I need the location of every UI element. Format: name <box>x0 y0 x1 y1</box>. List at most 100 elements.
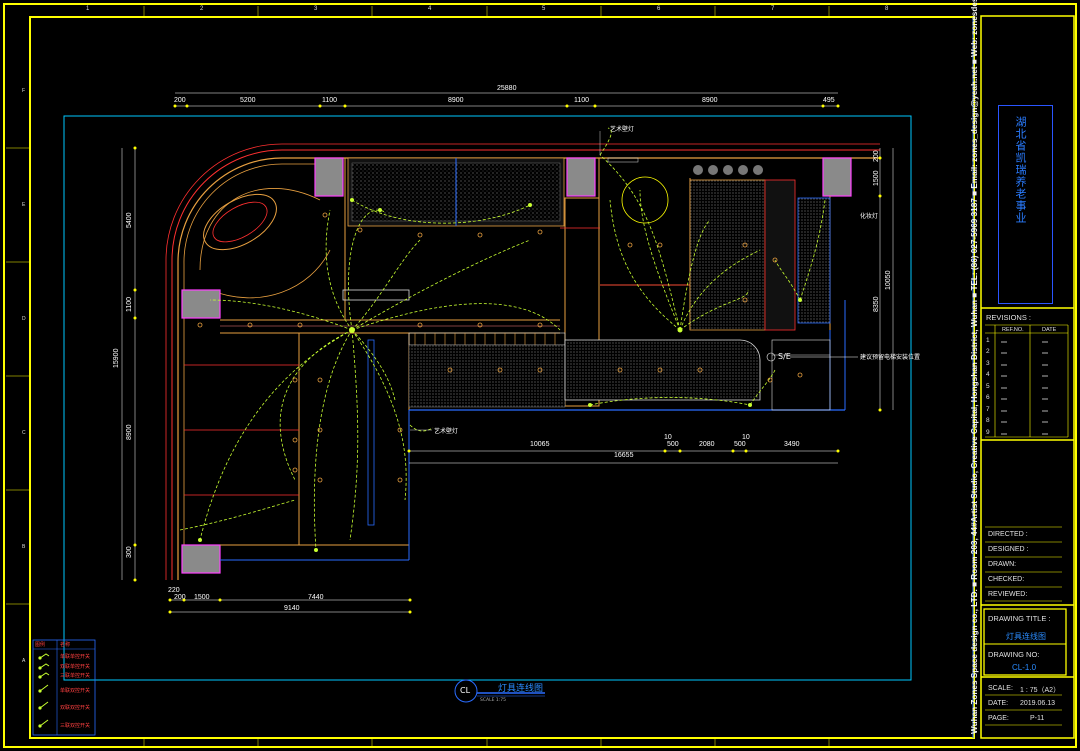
grid-col-label: 1 <box>86 6 90 12</box>
rev-number: 8 <box>986 417 990 424</box>
rev-number: 5 <box>986 383 990 390</box>
label-se: S/E <box>778 352 791 361</box>
dim-middle: 500 <box>667 441 679 448</box>
rev-number: 4 <box>986 371 990 378</box>
grid-col-label: 5 <box>542 6 546 12</box>
rev-number: 3 <box>986 360 990 367</box>
drawing-title: 灯具连线图 <box>1006 632 1046 641</box>
dim-middle: 10065 <box>530 441 550 448</box>
dim-middle-overall: 16655 <box>614 452 634 459</box>
company-info-strip: Wuhan Zones Space design co., LTD. ■ Roo… <box>970 0 979 734</box>
grid-col-label: 3 <box>314 6 318 12</box>
date-value: 2019.06.13 <box>1020 700 1056 707</box>
dim-middle: 500 <box>734 441 746 448</box>
dim-middle: 2080 <box>699 441 715 448</box>
rev-number: 9 <box>986 429 990 436</box>
legend-item: 双联双控开关 <box>60 705 91 711</box>
rev-number: 1 <box>986 337 990 344</box>
legend-item: 双联单控开关 <box>60 664 91 670</box>
legend-header-symbol: 图例 <box>35 642 46 648</box>
sheet-border <box>63 115 912 681</box>
reviewed-label: REVIEWED: <box>988 591 1028 598</box>
label-elevator-note: 建议预留电梯安装位置 <box>860 354 921 361</box>
grid-col-label: 8 <box>885 6 889 12</box>
dim-right: 1500 <box>873 170 880 186</box>
scale-label: SCALE: <box>988 685 1013 692</box>
column <box>566 157 596 197</box>
dim-bottom: 200 <box>174 594 186 601</box>
checked-label: CHECKED: <box>988 576 1025 583</box>
dim-top: 8900 <box>448 97 464 104</box>
drawing-title-label: DRAWING TITLE : <box>988 614 1051 623</box>
directed-label: DIRECTED : <box>988 531 1028 538</box>
legend-table <box>32 639 96 736</box>
dim-overall-top: 25880 <box>497 85 517 92</box>
rev-number: 7 <box>986 406 990 413</box>
dim-top: 200 <box>174 97 186 104</box>
date-header: DATE <box>1042 327 1057 333</box>
project-name-box: 湖北省凯瑞养老事业 <box>998 105 1053 304</box>
grid-row-label: C <box>22 430 26 436</box>
dim-top: 1100 <box>322 97 338 104</box>
grid-row-label: A <box>22 658 26 664</box>
dim-right-overall: 10050 <box>885 270 892 290</box>
grid-row-label: B <box>22 544 26 550</box>
grid-col-label: 7 <box>771 6 775 12</box>
rev-number: 2 <box>986 348 990 355</box>
label-art-wall-lamp: 艺术壁灯 <box>434 428 459 435</box>
dim-top: 8900 <box>702 97 718 104</box>
inner-frame <box>29 16 975 739</box>
designed-label: DESIGNED : <box>988 546 1029 553</box>
label-vanity-lamp: 化妆灯 <box>860 213 879 220</box>
grid-col-label: 2 <box>200 6 204 12</box>
dim-bottom: 220 <box>168 587 180 594</box>
legend-item: 单联单控开关 <box>60 654 91 660</box>
column <box>822 157 852 197</box>
legend-header-name: 名称 <box>60 642 71 648</box>
dim-top: 5200 <box>240 97 256 104</box>
dim-bottom: 7440 <box>308 594 324 601</box>
label-art-wall-lamp: 艺术壁灯 <box>610 126 635 133</box>
date-label: DATE: <box>988 700 1009 707</box>
outer-frame <box>3 3 1077 748</box>
drawn-label: DRAWN: <box>988 561 1017 568</box>
column <box>181 289 221 319</box>
legend-item: 三联单控开关 <box>60 673 91 679</box>
drawing-no: CL-1.0 <box>1012 663 1037 672</box>
grid-row-label: F <box>22 88 26 94</box>
scale-value: 1 : 75（A2） <box>1020 687 1061 694</box>
dim-left: 300 <box>126 546 133 558</box>
grid-col-label: 6 <box>657 6 661 12</box>
rev-dashes <box>1001 341 1048 435</box>
dim-top: 1100 <box>574 97 590 104</box>
plan-scale-note: SCALE 1:75 <box>480 698 506 703</box>
dim-bottom: 1500 <box>194 594 210 601</box>
dim-top: 495 <box>823 97 835 104</box>
dim-right: 200 <box>873 150 880 162</box>
grid-row-label: E <box>22 202 26 208</box>
plan-title: 灯具连线图 <box>498 684 544 694</box>
drawing-no-label: DRAWING NO: <box>988 650 1040 659</box>
project-name: 湖北省凯瑞养老事业 <box>1014 116 1027 224</box>
dim-bottom-overall: 9140 <box>284 605 300 612</box>
rev-no-header: REF.NO. <box>1002 327 1024 333</box>
dim-left: 5400 <box>126 212 133 228</box>
grid-col-label: 4 <box>428 6 432 12</box>
dim-right: 8350 <box>873 296 880 312</box>
legend-item: 单联双控开关 <box>60 688 91 694</box>
dim-middle: 3490 <box>784 441 800 448</box>
title-block <box>980 15 1075 739</box>
dim-middle: 10 <box>742 434 750 441</box>
dim-left: 1100 <box>126 296 133 312</box>
revisions-label: REVISIONS : <box>986 313 1032 322</box>
column <box>314 157 344 197</box>
grid-row-label: D <box>22 316 26 322</box>
plan-title-bubble: CL <box>460 686 471 695</box>
dim-left: 8900 <box>126 424 133 440</box>
page-label: PAGE: <box>988 715 1009 722</box>
rev-number: 6 <box>986 394 990 401</box>
dim-left-overall: 15900 <box>113 348 120 368</box>
legend-item: 三联双控开关 <box>60 723 91 729</box>
dim-middle: 10 <box>664 434 672 441</box>
